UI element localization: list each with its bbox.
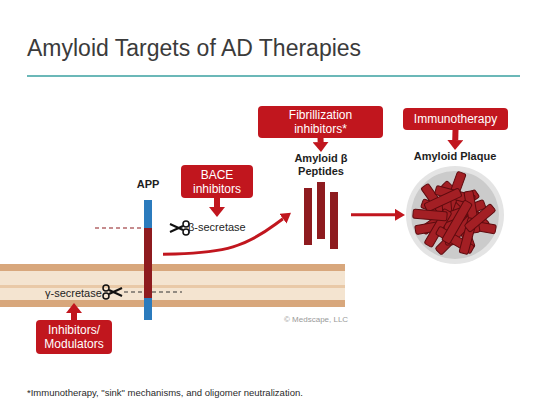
inhibitor-box: Inhibitors/ Modulators (36, 320, 112, 354)
flow-arrow (71, 313, 77, 320)
fibril-rod (413, 209, 448, 221)
node-label: Inhibitors/ Modulators (40, 323, 108, 351)
scissors-symbol (103, 285, 122, 299)
watermark-text: © Medscape, LLC (284, 315, 348, 324)
protein-node: APP (133, 178, 163, 322)
scissors-handle (103, 285, 109, 291)
node-label: Amyloid β Peptides (291, 152, 351, 178)
flow-arrow (318, 138, 324, 142)
amyloid-plaque (406, 166, 504, 264)
flow-arrow (163, 219, 283, 255)
inhibitor-box: Fibrillization inhibitors* (258, 106, 383, 138)
plaque-halo (406, 166, 504, 264)
cleavage-line (95, 227, 144, 228)
scissors-blade (109, 288, 122, 294)
plaque-node: Amyloid Plaque (405, 150, 505, 268)
amyloid-peptides (304, 182, 338, 249)
membrane-layer (0, 264, 345, 271)
fibril-rod (424, 188, 462, 212)
node-label: Immunotherapy (414, 112, 497, 126)
peptide-node: Amyloid β Peptides (291, 152, 351, 250)
fibril-rod (442, 200, 473, 244)
inhibitor-box: BACE inhibitors (181, 165, 253, 198)
scissors-handle (103, 293, 109, 299)
node-label: γ-secretase (45, 283, 128, 303)
scissors-blade (170, 224, 183, 230)
flow-arrow (351, 213, 395, 216)
node-label: β-secretase (188, 217, 266, 237)
app-segment (144, 228, 152, 298)
peptide-bar (304, 188, 312, 245)
node-label: BACE inhibitors (185, 168, 249, 196)
therapy-box: Immunotherapy (403, 108, 508, 130)
diagram-title: Amyloid Targets of AD Therapies (27, 34, 361, 62)
app-segment (144, 298, 152, 320)
flow-arrow (214, 198, 220, 207)
scissors-symbol (170, 221, 189, 235)
flow-arrow (452, 130, 458, 140)
footnote-caption: *Immunotherapy, "sink" mechanisms, and o… (27, 387, 303, 399)
cleavage-line (124, 291, 182, 292)
node-label: Fibrillization inhibitors* (262, 108, 379, 136)
app-segment (144, 200, 152, 228)
membrane-layer (0, 271, 345, 285)
node-label: Amyloid Plaque (405, 150, 505, 163)
node-label: APP (133, 178, 163, 191)
peptide-bar (317, 182, 325, 239)
enzyme-node: γ-secretase (20, 283, 128, 303)
membrane-layer (0, 300, 345, 307)
enzyme-node: β-secretase (168, 217, 266, 237)
app-protein (144, 200, 152, 320)
plaque-halo (411, 171, 499, 259)
peptide-bar (330, 192, 338, 249)
cell-membrane (0, 264, 345, 307)
title-rule (27, 75, 520, 77)
